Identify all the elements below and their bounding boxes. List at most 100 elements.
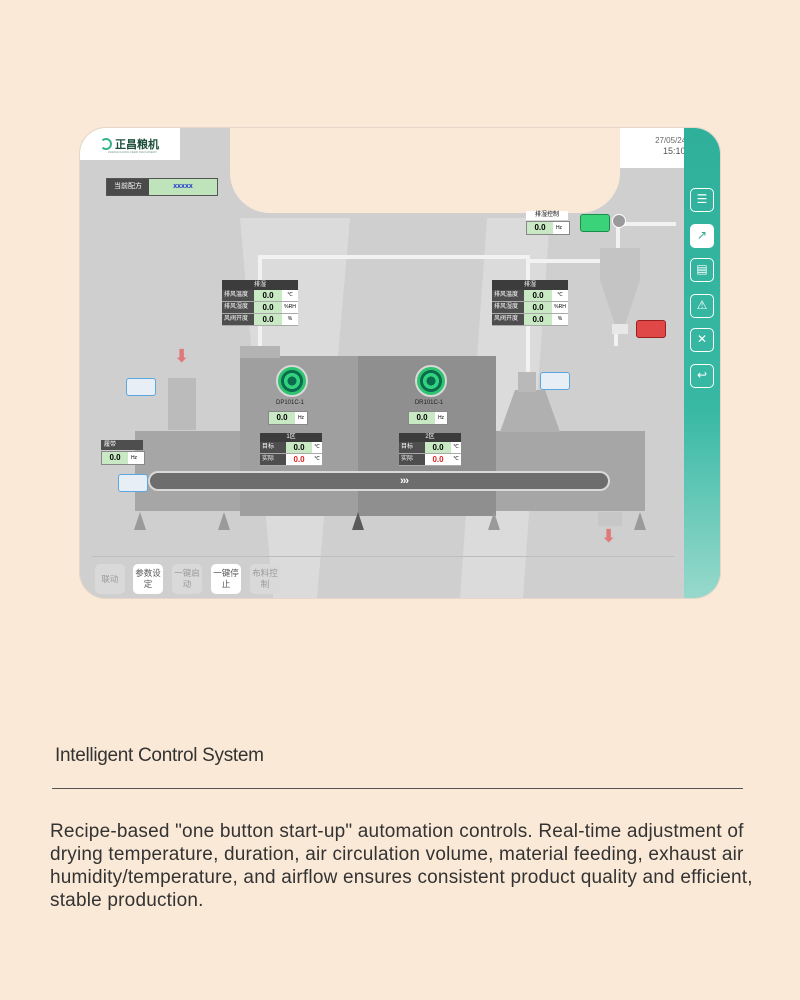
row-value[interactable]: 0.0 [254,314,282,325]
row-unit: %RH [282,302,298,313]
material-control-button[interactable]: 布料控制 [250,564,280,594]
duct [620,222,676,226]
conveyor-belt: ››› [148,471,610,491]
duct [258,255,530,259]
time-text: 15:10:56 [662,146,698,156]
dehumid-label: 排湿控制 [526,211,568,220]
row-unit: ℃ [282,290,298,301]
feeder-motor-icon[interactable] [126,378,156,396]
temp-unit: ℃ [312,442,322,453]
target-label: 目标 [399,442,425,453]
support-leg [488,512,500,530]
panel-title: 排湿 [222,280,298,290]
support-leg [218,512,230,530]
zone-title: 2区 [399,433,461,442]
logo-text: 正昌粮机 [115,139,159,151]
fan-icon-zone1[interactable] [276,365,308,397]
logo-subtext: ZHENGCHANG FEED MACHINERY [108,150,157,154]
logo-bar: 正昌粮机 ZHENGCHANG FEED MACHINERY [80,128,180,160]
section-heading: Intelligent Control System [55,745,264,766]
sidebar: ☰ ↗ ▤ ⚠ ✕ ↩ [684,128,720,598]
recipe-value[interactable]: xxxxx [149,179,217,195]
target-value[interactable]: 0.0 [286,442,312,453]
fan-unit: Hz [437,415,445,421]
bottom-divider [92,556,674,557]
panel-title: 排湿 [492,280,568,290]
feeder-label: 履带 [101,440,143,450]
row-unit: % [552,314,568,325]
discharge-chute [598,512,622,526]
target-label: 目标 [260,442,286,453]
support-leg [352,512,364,530]
parameter-settings-button[interactable]: 参数设定 [133,564,163,594]
valve-icon [612,214,626,228]
dehumid-value[interactable]: 0.0 [527,222,553,234]
conveyor-motor-icon[interactable] [118,474,148,492]
row-value[interactable]: 0.0 [524,314,552,325]
dehumid-frequency[interactable]: 0.0 Hz [526,221,570,235]
duct [616,224,620,264]
discharge-motor-icon[interactable] [540,372,570,390]
temp-unit: ℃ [312,454,322,465]
fan-label-zone1: DP101C-1 [275,400,304,406]
feed-hopper [168,378,196,430]
fan-frequency-zone1[interactable]: 0.0 Hz [268,411,308,425]
discharge-arrow-icon: ⬇ [601,526,617,546]
row-label: 排风湿度 [492,302,524,313]
feed-in-arrow-icon: ⬇ [174,346,190,366]
row-unit: ℃ [552,290,568,301]
settings-sliders-icon[interactable]: ☰ [690,188,714,212]
temp-unit: ℃ [451,454,461,465]
fan-value[interactable]: 0.0 [269,412,295,424]
row-unit: %RH [552,302,568,313]
tools-icon[interactable]: ✕ [690,328,714,352]
feeder-value[interactable]: 0.0 [102,452,128,464]
rotary-valve [612,324,628,334]
recipe-label: 当前配方 [114,183,142,190]
feeder-frequency[interactable]: 0.0 Hz [101,451,145,465]
current-recipe[interactable]: 当前配方 xxxxx [106,178,218,196]
actual-value: 0.0 [425,454,451,465]
logo: 正昌粮机 [100,136,159,152]
row-value: 0.0 [524,290,552,301]
support-leg [134,512,146,530]
date-text: 27/05/24 Mon [655,136,704,145]
temp-unit: ℃ [451,442,461,453]
alarm-icon[interactable]: ⚠ [690,294,714,318]
fan-unit: Hz [297,415,305,421]
back-icon[interactable]: ↩ [690,364,714,388]
fan-frequency-zone2[interactable]: 0.0 Hz [408,411,448,425]
row-value: 0.0 [254,290,282,301]
row-value: 0.0 [524,302,552,313]
top-notch [230,128,620,213]
row-value: 0.0 [254,302,282,313]
duct [530,259,620,263]
trend-chart-icon[interactable]: ↗ [690,224,714,248]
zone-title: 1区 [260,433,322,442]
one-key-stop-button[interactable]: 一键停止 [211,564,241,594]
heading-divider [52,788,743,789]
fan-label-zone2: DR101C-1 [414,400,444,406]
report-icon[interactable]: ▤ [690,258,714,282]
inlet-port [240,346,280,358]
dehumid-fan-motor-icon[interactable] [580,214,610,232]
cyclone-motor-icon[interactable] [636,320,666,338]
logo-icon [100,138,112,150]
row-label: 风阀开度 [492,314,524,325]
fan-icon-zone2[interactable] [415,365,447,397]
row-label: 排风温度 [222,290,254,301]
outlet-port [518,372,536,392]
duct [614,324,618,346]
actual-label: 实际 [399,454,425,465]
target-value[interactable]: 0.0 [425,442,451,453]
fan-value[interactable]: 0.0 [409,412,435,424]
description-text: Recipe-based "one button start-up" autom… [50,821,753,911]
actual-label: 实际 [260,454,286,465]
row-label: 风阀开度 [222,314,254,325]
linkage-button[interactable]: 联动 [95,564,125,594]
one-key-start-button[interactable]: 一键启动 [172,564,202,594]
row-label: 排风温度 [492,290,524,301]
